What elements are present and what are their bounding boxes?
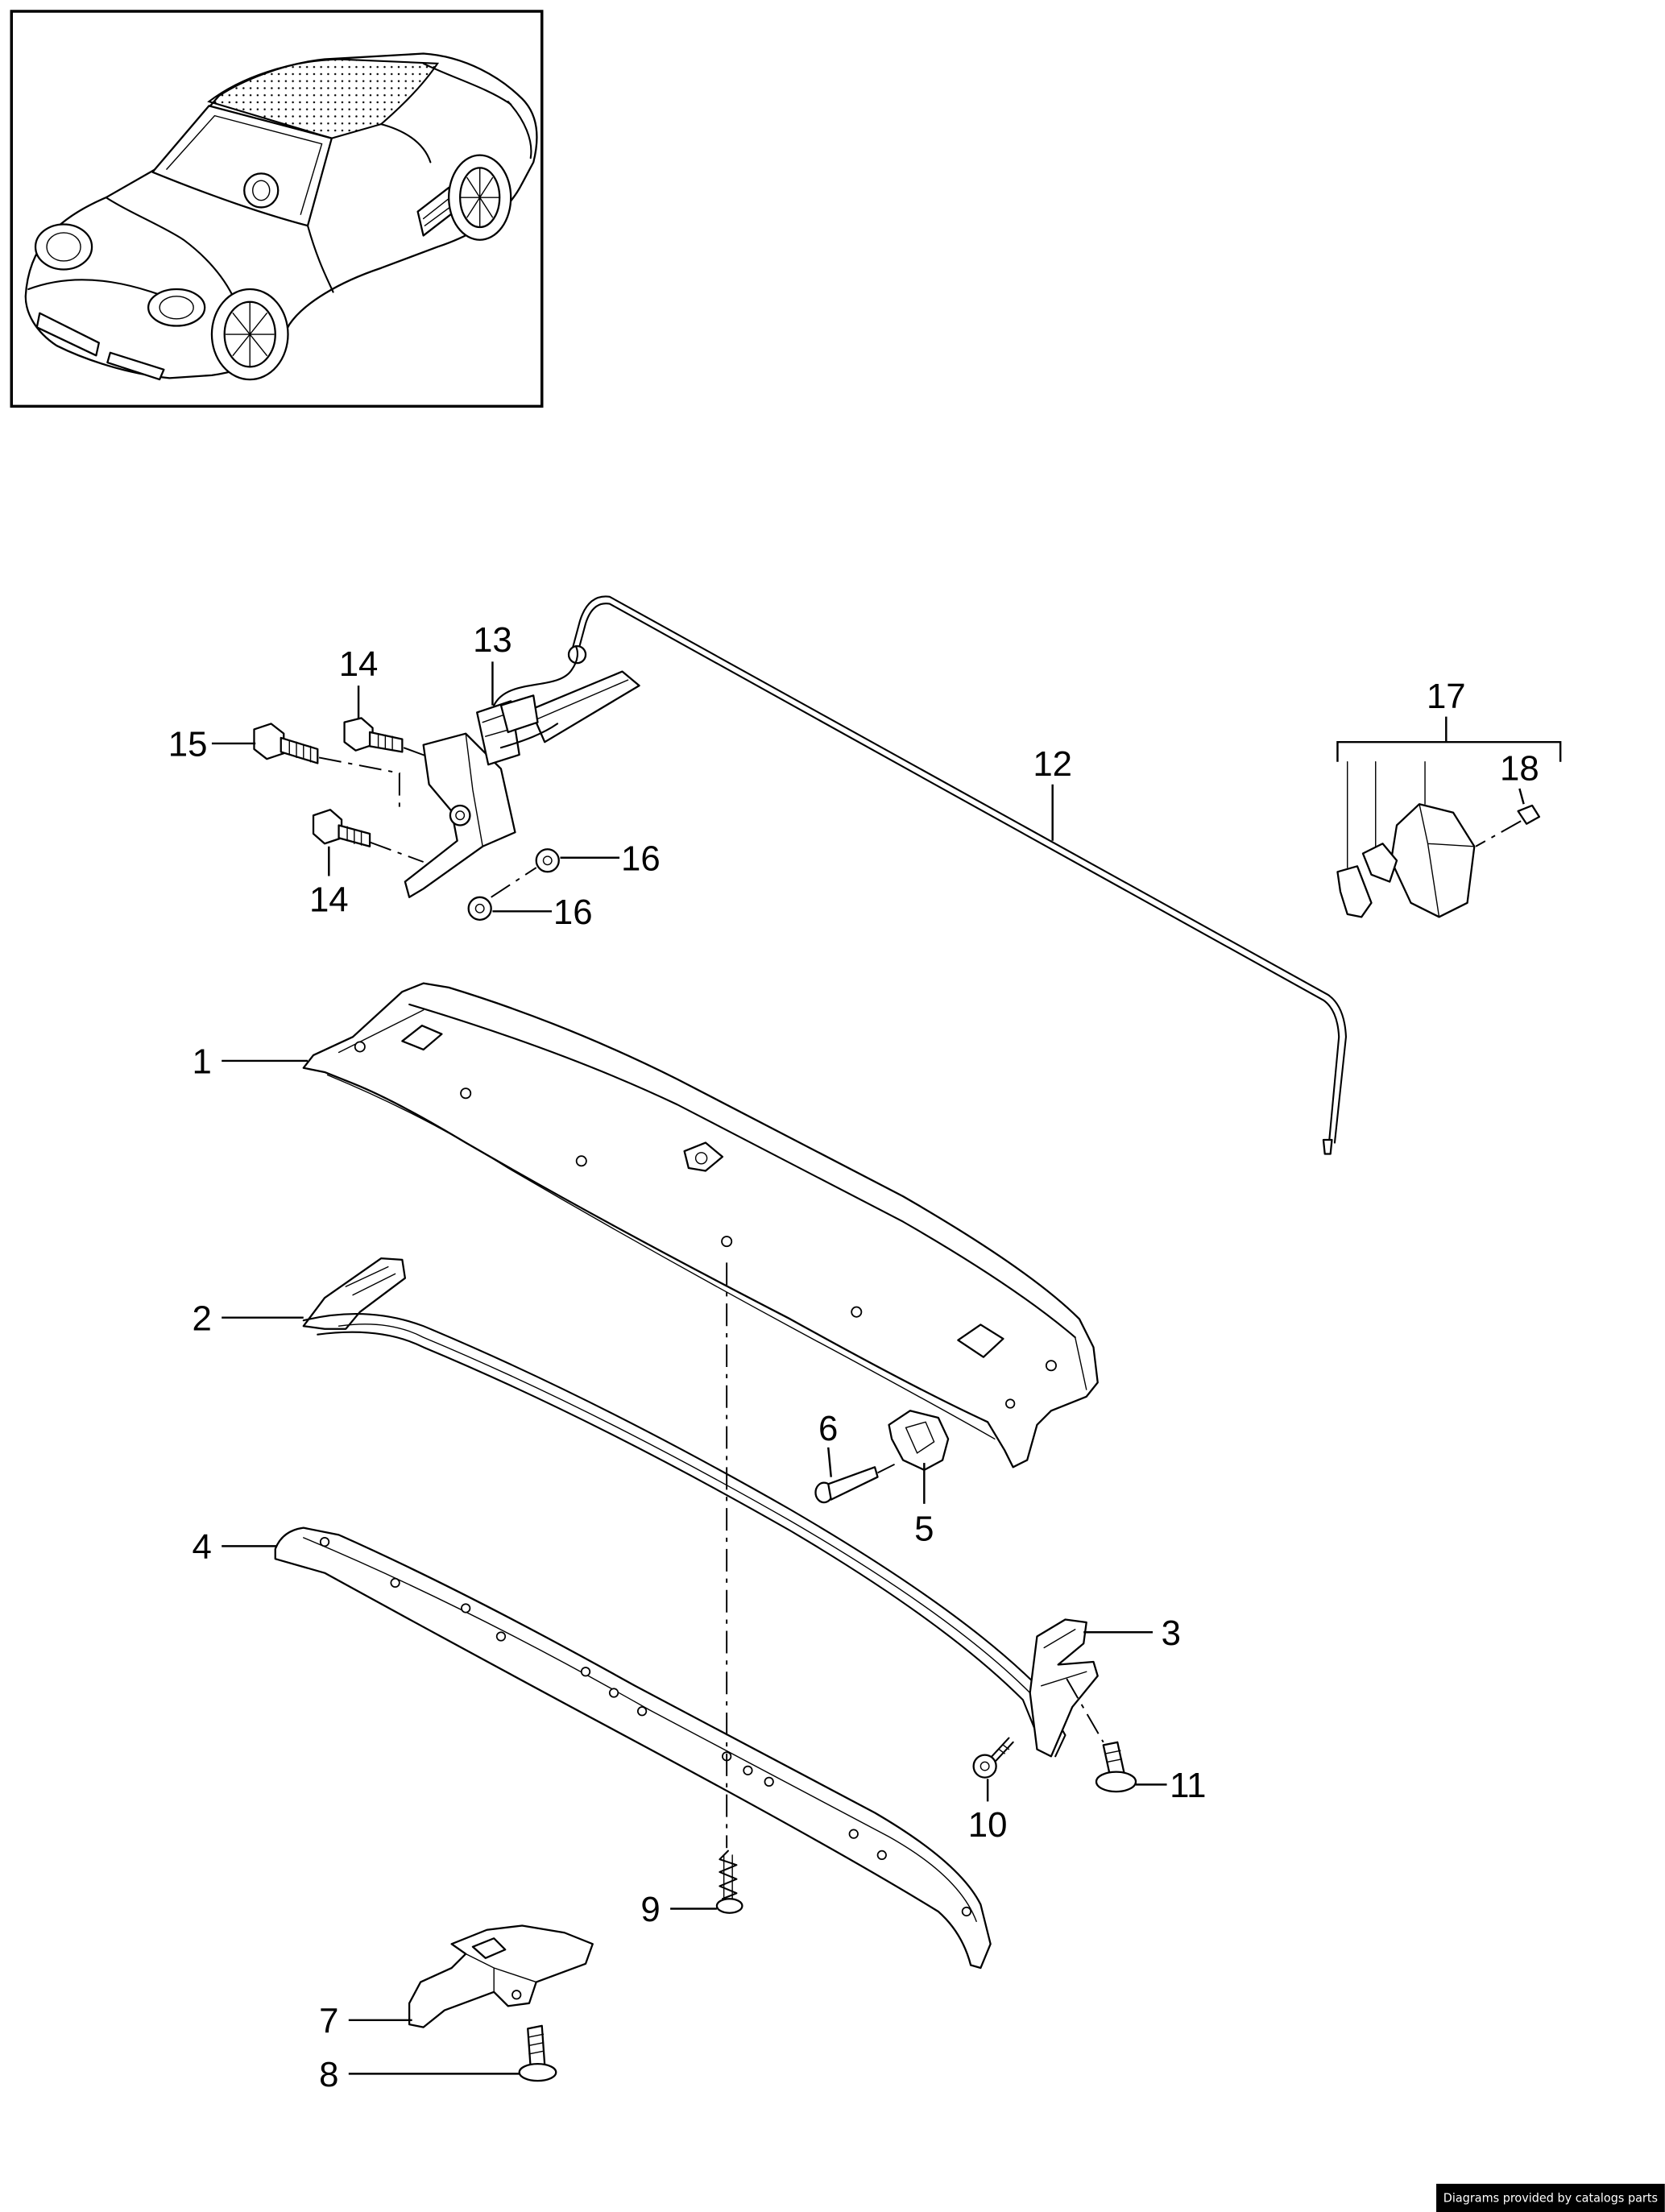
part-8-bolt [518, 2024, 557, 2082]
part-14-bolt-upper [343, 717, 404, 753]
callout-1: 1 [193, 1042, 212, 1082]
credit-text: Diagrams provided by catalogs parts [1443, 2191, 1658, 2206]
callout-2: 2 [193, 1299, 212, 1338]
callout-17: 17 [1427, 677, 1466, 716]
part-17-cap [1336, 760, 1476, 918]
part-9-screw [715, 1850, 743, 1914]
leader-line-18 [1518, 788, 1525, 805]
part-1-trim-panel [302, 982, 1099, 1468]
part-10-screw [972, 1737, 1014, 1779]
callout-14-upper: 14 [339, 644, 379, 684]
centerline-bolt-15 [318, 756, 400, 811]
part-15-bolt [253, 723, 319, 764]
centerline-washers [491, 867, 537, 898]
vehicle-thumbnail [10, 10, 544, 408]
car-illustration [24, 52, 538, 381]
callout-12: 12 [1033, 744, 1072, 784]
callout-14-lower: 14 [309, 880, 349, 919]
part-2-rail [302, 1257, 1067, 1758]
centerline-bolt-11 [1066, 1678, 1104, 1743]
callout-6: 6 [818, 1409, 838, 1448]
callout-10: 10 [968, 1805, 1008, 1845]
part-11-bolt [1095, 1741, 1137, 1793]
callout-11: 11 [1170, 1766, 1206, 1805]
part-7-bracket [408, 1924, 594, 2028]
callout-16-upper: 16 [621, 839, 661, 879]
part-14-bolt-lower [312, 809, 371, 847]
callout-8: 8 [319, 2055, 338, 2094]
callout-13: 13 [473, 620, 512, 660]
part-5-clip [888, 1410, 950, 1471]
part-3-bracket [1029, 1618, 1099, 1758]
footer-credit: Diagrams provided by catalogs parts [1436, 2183, 1665, 2212]
centerline-bolt-14-upper [403, 747, 431, 759]
callout-labels: 1 2 3 4 5 6 7 8 9 10 11 12 13 14 14 15 1… [168, 620, 1539, 2094]
callout-9: 9 [640, 1890, 660, 1929]
callout-18: 18 [1500, 748, 1539, 788]
callout-3: 3 [1162, 1613, 1181, 1653]
leader-bracket-17 [1336, 716, 1562, 762]
callout-15: 15 [168, 725, 208, 764]
part-4-lower-rail [274, 1526, 992, 1970]
part-16-washer-upper [535, 848, 560, 873]
callout-5: 5 [914, 1509, 934, 1548]
part-18-screw [1475, 804, 1541, 847]
callout-16-lower: 16 [553, 893, 593, 932]
callout-7: 7 [319, 2002, 338, 2041]
centerline-bolt-14-lower [369, 841, 424, 863]
leader-line-6 [827, 1447, 832, 1477]
part-16-washer-lower [467, 896, 492, 921]
part-13-latch [404, 645, 640, 898]
part-6-bolt [814, 1463, 895, 1504]
callout-4: 4 [193, 1527, 212, 1567]
leader-lines [211, 661, 1562, 2075]
